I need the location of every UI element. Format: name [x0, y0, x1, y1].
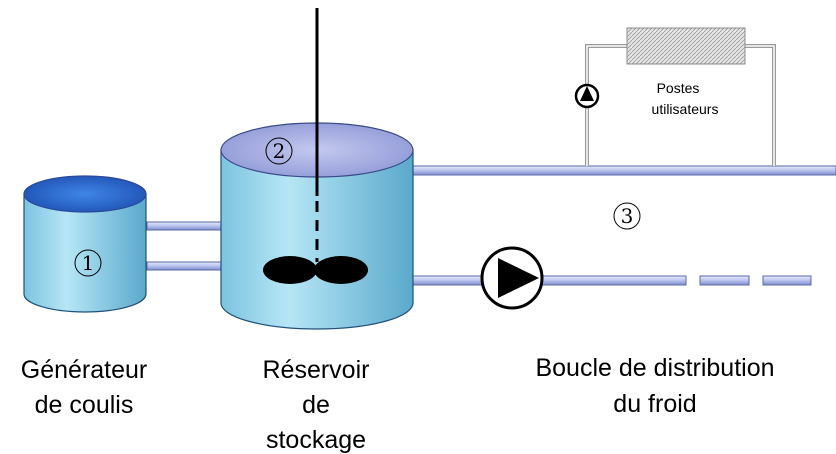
heat-exchanger	[626, 27, 746, 65]
pipe-dash-2	[762, 275, 812, 286]
loop-label-line1: Boucle de distribution	[535, 354, 774, 382]
pipe-supply	[411, 165, 836, 176]
generator-label-line2: de coulis	[35, 391, 134, 419]
circulation-pump-icon	[480, 246, 544, 310]
generator-tank	[23, 175, 147, 313]
users-label-line1: Postes	[657, 80, 700, 96]
generator-label-line1: Générateur	[21, 356, 147, 384]
marker-2-label: 2	[273, 139, 286, 163]
marker-3	[613, 202, 641, 230]
agitator-blade-right	[314, 256, 368, 284]
marker-2	[265, 137, 293, 165]
tank-label-line1: Réservoir	[263, 356, 370, 384]
marker-3-label: 3	[621, 204, 634, 228]
tank-label-line3: stockage	[266, 426, 366, 454]
loop-label-line2: du froid	[613, 390, 696, 418]
users-label-line2: utilisateurs	[652, 101, 719, 117]
tank-label-line2: de	[302, 391, 330, 419]
pipe-gen-upper	[146, 221, 224, 231]
pipe-dash-1	[699, 275, 750, 286]
pipe-return	[411, 275, 687, 286]
marker-1	[74, 249, 102, 277]
pipe-gen-lower	[146, 261, 224, 271]
agitator-blade-left	[263, 256, 317, 284]
marker-1-label: 1	[82, 251, 95, 275]
